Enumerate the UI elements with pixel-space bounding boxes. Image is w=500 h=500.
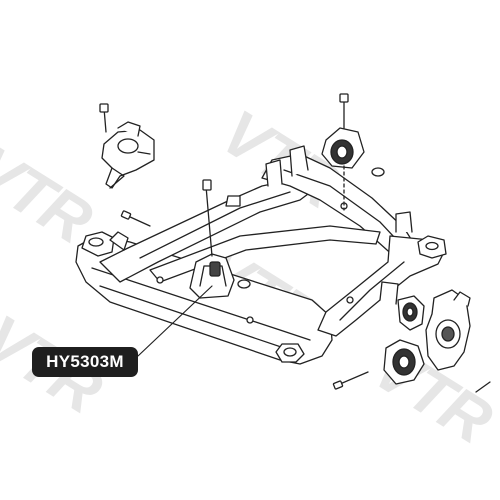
bolts	[120, 210, 491, 393]
upper-right-engine-mount	[321, 93, 385, 211]
callout-leader-line	[137, 285, 213, 357]
subframe	[75, 145, 447, 365]
small-bushing	[397, 295, 425, 331]
large-bushing	[383, 339, 425, 385]
center-engine-mount	[189, 179, 251, 299]
upper-left-engine-mount	[99, 103, 155, 189]
part-number-label: HY5303M	[46, 352, 124, 371]
part-number-callout: HY5303M	[32, 347, 138, 377]
right-bracket-mount	[425, 289, 471, 371]
